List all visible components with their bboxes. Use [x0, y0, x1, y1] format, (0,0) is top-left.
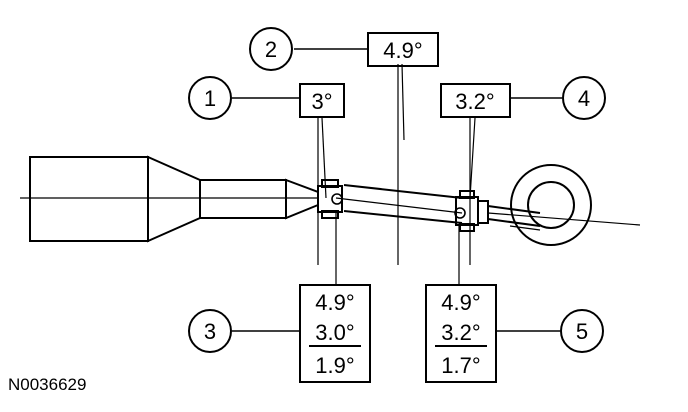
callout-4: 4	[562, 76, 606, 120]
front-u-joint	[317, 179, 343, 219]
svg-text:1.9°: 1.9°	[315, 353, 354, 378]
svg-text:5: 5	[576, 319, 588, 344]
callout-3: 3	[188, 309, 232, 353]
svg-text:3.0°: 3.0°	[315, 320, 354, 345]
svg-text:4.9°: 4.9°	[441, 290, 480, 315]
angle-box-4: 3.2°	[440, 83, 511, 118]
leader-lines	[232, 48, 562, 332]
callout-5: 5	[560, 309, 604, 353]
rear-u-joint	[454, 190, 489, 232]
svg-text:1: 1	[204, 86, 216, 111]
svg-text:4.9°: 4.9°	[383, 38, 422, 63]
svg-text:4.9°: 4.9°	[315, 290, 354, 315]
angle-box-3: 4.9° 3.0° 1.9°	[299, 284, 371, 383]
pinion-yoke	[487, 164, 641, 246]
svg-text:1.7°: 1.7°	[441, 353, 480, 378]
svg-text:3.2°: 3.2°	[441, 320, 480, 345]
angle-box-2: 4.9°	[367, 32, 439, 67]
driveshaft-tube	[335, 184, 463, 224]
angle-box-5: 4.9° 3.2° 1.7°	[425, 284, 497, 383]
figure-reference-number: N0036629	[8, 375, 86, 394]
svg-text:2: 2	[265, 37, 277, 62]
reference-lines	[317, 63, 476, 285]
svg-text:3: 3	[204, 319, 216, 344]
svg-text:3°: 3°	[311, 89, 332, 114]
callout-1: 1	[188, 76, 232, 120]
svg-text:4: 4	[578, 86, 590, 111]
callout-2: 2	[249, 27, 293, 71]
angle-box-1: 3°	[299, 83, 345, 118]
transmission-housing	[29, 155, 319, 243]
svg-text:3.2°: 3.2°	[455, 89, 494, 114]
